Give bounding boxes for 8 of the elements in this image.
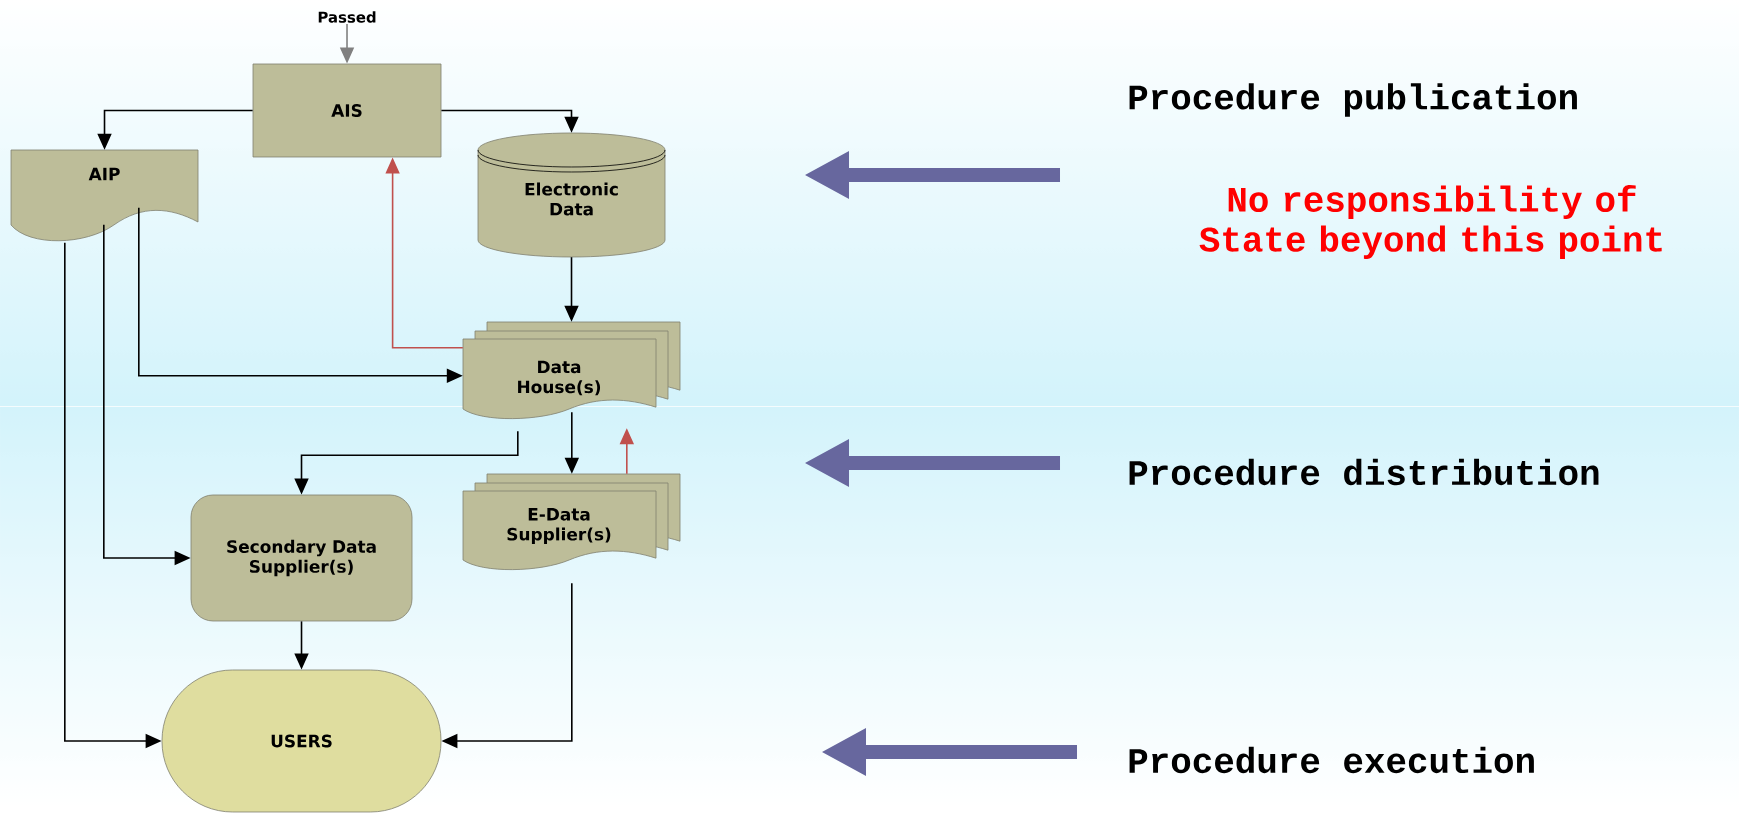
database-cylinder: Electronic Data bbox=[477, 132, 666, 258]
stage-label: Procedure execution bbox=[1129, 746, 1534, 774]
process-box: AIS bbox=[252, 63, 442, 158]
stage-label: Procedure distribution bbox=[1129, 458, 1599, 486]
stage-label: Procedure publication bbox=[1129, 83, 1577, 117]
process-box: Secondary Data Supplier(s) bbox=[190, 494, 413, 622]
stage-label: No responsibility of State beyond this point bbox=[1199, 185, 1662, 259]
source-label: Passed bbox=[318, 11, 376, 23]
